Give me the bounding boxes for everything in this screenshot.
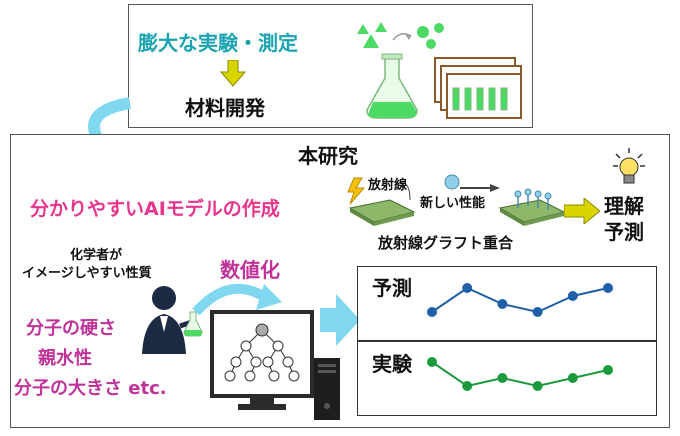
grafting-label: 放射線グラフト重合 xyxy=(378,234,514,252)
radiation-graft-icon xyxy=(347,174,566,226)
understand-line2: 予測 xyxy=(604,220,644,244)
chemist-label-line2: イメージしやすい性質 xyxy=(22,266,152,281)
understand-line1: 理解 xyxy=(604,194,644,218)
experiment-point-1 xyxy=(462,381,473,391)
computer-icon xyxy=(210,310,340,420)
charts-divider xyxy=(357,340,657,342)
yellow-right-arrow-icon xyxy=(564,198,600,224)
right-arrow-icon xyxy=(320,294,360,346)
chemist-label-line1: 化学者が xyxy=(70,248,123,263)
predict-line-chart xyxy=(427,283,613,317)
predict-point-4 xyxy=(567,291,578,301)
digitize-arrow-icon xyxy=(192,283,282,316)
predict-point-1 xyxy=(462,283,473,293)
chemist-icon xyxy=(142,286,203,354)
down-arrow-icon xyxy=(220,60,246,87)
lab-illustration-icon xyxy=(357,22,522,119)
experiment-point-3 xyxy=(532,381,543,391)
top-heading: 膨大な実験・測定 xyxy=(138,31,298,55)
predict-label: 予測 xyxy=(372,276,412,300)
prop-hardness: 分子の硬さ xyxy=(26,318,116,339)
experiment-line-chart xyxy=(427,357,613,391)
light-bulb-icon xyxy=(613,148,645,184)
radiation-label: 放射線 xyxy=(368,178,408,193)
experiment-point-2 xyxy=(497,373,508,383)
digitize-label: 数値化 xyxy=(220,258,280,282)
top-result: 材料開発 xyxy=(185,96,265,120)
new-property-label: 新しい性能 xyxy=(420,196,486,211)
prop-hydrophilic: 親水性 xyxy=(38,348,92,369)
model-text: 分かりやすいAIモデルの作成 xyxy=(30,198,280,220)
predict-point-0 xyxy=(427,307,437,317)
predict-series-line xyxy=(431,286,609,314)
main-title: 本研究 xyxy=(298,144,358,168)
experiment-point-0 xyxy=(427,357,437,367)
predict-point-3 xyxy=(532,307,543,317)
experiment-series-line xyxy=(431,361,609,388)
predict-point-5 xyxy=(603,283,613,293)
predict-point-2 xyxy=(497,299,508,309)
experiment-point-4 xyxy=(567,373,578,383)
experiment-label: 実験 xyxy=(372,352,412,376)
experiment-point-5 xyxy=(603,365,613,375)
prop-size: 分子の大きさ etc. xyxy=(14,378,167,399)
